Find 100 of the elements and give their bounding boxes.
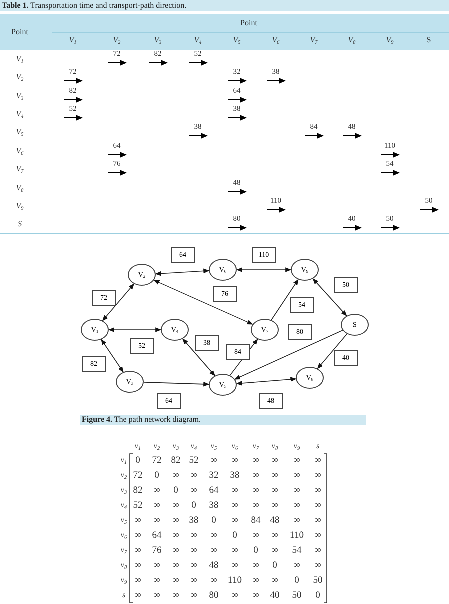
vertex-ellipse [161, 319, 189, 341]
vertex-ellipse [209, 374, 237, 396]
column-header: V$_{1}$ [69, 36, 77, 46]
column-header: v$_{9}$ [294, 442, 300, 452]
matrix-cell: 40 [270, 590, 280, 602]
matrix-cell: ∞ [172, 546, 180, 556]
matrix-cell: ∞ [294, 516, 300, 526]
matrix-cell: ∞ [232, 590, 238, 602]
arrow [236, 268, 292, 272]
matrix-cell: ∞ [232, 456, 238, 466]
arrow [154, 280, 254, 325]
matrix-cell: ∞ [314, 500, 322, 512]
arrow [182, 338, 216, 376]
matrix-cell: ∞ [314, 516, 322, 526]
row-header: v$_{8}$ [120, 562, 128, 570]
matrix-cell: 0 [232, 530, 238, 542]
matrix-cell: ∞ [314, 456, 322, 466]
vertex-ellipse [296, 367, 324, 389]
arrow [234, 330, 344, 380]
matrix-cell: 82 [171, 456, 181, 466]
matrix-cell: ∞ [172, 470, 180, 482]
matrix-cell: ∞ [154, 486, 160, 496]
vertex-ellipse [341, 314, 369, 336]
matrix-cell: ∞ [314, 546, 322, 556]
matrix-cell: ∞ [314, 470, 322, 482]
matrix-cell: 52 [189, 456, 199, 466]
row-header: V$_{1}$ [16, 56, 24, 64]
matrix-cell: ∞ [190, 590, 198, 602]
arrow [317, 334, 348, 370]
matrix-cell: ∞ [172, 590, 180, 602]
matrix-cell: ∞ [190, 530, 198, 542]
matrix-cell: ∞ [294, 456, 300, 466]
row-header: v$_{3}$ [120, 486, 128, 496]
matrix-cell: 32 [209, 470, 219, 482]
vertex-ellipse [81, 319, 109, 341]
matrix-cell: 50 [313, 576, 323, 586]
matrix-cell: ∞ [232, 560, 238, 572]
matrix-cell: ∞ [172, 500, 180, 512]
matrix-cell: ∞ [272, 530, 278, 542]
vertex-ellipse [209, 259, 237, 281]
arrow [271, 279, 299, 321]
row-header: V$_{9}$ [16, 202, 24, 212]
matrix-cell: 48 [209, 560, 219, 572]
row-header: V$_{7}$ [16, 166, 24, 174]
row-header: v$_{4}$ [120, 502, 128, 510]
matrix-cell: ∞ [154, 560, 160, 572]
matrix-cell: ∞ [232, 486, 238, 496]
matrix-cell: ∞ [294, 486, 300, 496]
row-header: v$_{2}$ [120, 472, 128, 480]
column-header: v$_{7}$ [252, 442, 260, 452]
matrix-cell: ∞ [252, 576, 260, 586]
column-header: s [316, 442, 320, 452]
matrix-cell: ∞ [314, 530, 322, 542]
matrix-cell: ∞ [272, 456, 278, 466]
column-header: v$_{1}$ [134, 442, 142, 452]
matrix-cell: ∞ [272, 486, 278, 496]
column-header: v$_{4}$ [190, 442, 198, 452]
column-header: v$_{2}$ [154, 442, 160, 452]
matrix-cell: 0 [294, 576, 300, 586]
matrix-cell: ∞ [294, 470, 300, 482]
row-header: v$_{9}$ [120, 576, 128, 586]
row-header: V$_{2}$ [16, 74, 24, 82]
arrow [236, 377, 297, 386]
matrix-cell: ∞ [154, 500, 160, 512]
column-header: V$_{2}$ [113, 36, 121, 46]
matrix-cell: ∞ [172, 560, 180, 572]
column-header: V$_{8}$ [348, 36, 356, 46]
matrix-cell: 0 [136, 456, 140, 466]
row-header: v$_{1}$ [120, 456, 128, 466]
matrix-cell: ∞ [252, 486, 260, 496]
column-header: v$_{3}$ [172, 442, 180, 452]
matrix-cell: ∞ [190, 470, 198, 482]
row-header: S [18, 220, 22, 230]
matrix-cell: 0 [154, 470, 160, 482]
arrow [102, 284, 135, 322]
arrow [144, 382, 210, 387]
matrix-cell: 64 [209, 486, 219, 496]
matrix-cell: ∞ [172, 516, 180, 526]
matrix-cell: 54 [292, 546, 302, 556]
matrix-cell: ∞ [190, 576, 198, 586]
column-header: v$_{6}$ [232, 442, 238, 452]
row-header: V$_{6}$ [16, 148, 24, 156]
matrix-cell: ∞ [272, 500, 278, 512]
matrix-cell: 72 [152, 456, 162, 466]
matrix-cell: ∞ [210, 576, 218, 586]
column-header: Point [240, 20, 258, 28]
matrix-cell: ∞ [190, 560, 198, 572]
vertex-ellipse [128, 264, 156, 286]
matrix-cell: ∞ [272, 576, 278, 586]
matrix-cell: ∞ [314, 560, 322, 572]
arrow [155, 268, 210, 276]
column-header: V$_{7}$ [310, 36, 318, 46]
column-header: v$_{8}$ [272, 442, 278, 452]
matrix-cell: ∞ [232, 546, 238, 556]
column-header: S [426, 36, 432, 46]
matrix-cell: 82 [133, 486, 143, 496]
matrix-cell: 76 [152, 546, 162, 556]
matrix-cell: ∞ [232, 500, 238, 512]
matrix-cell: ∞ [294, 560, 300, 572]
matrix-cell: 64 [152, 530, 162, 542]
